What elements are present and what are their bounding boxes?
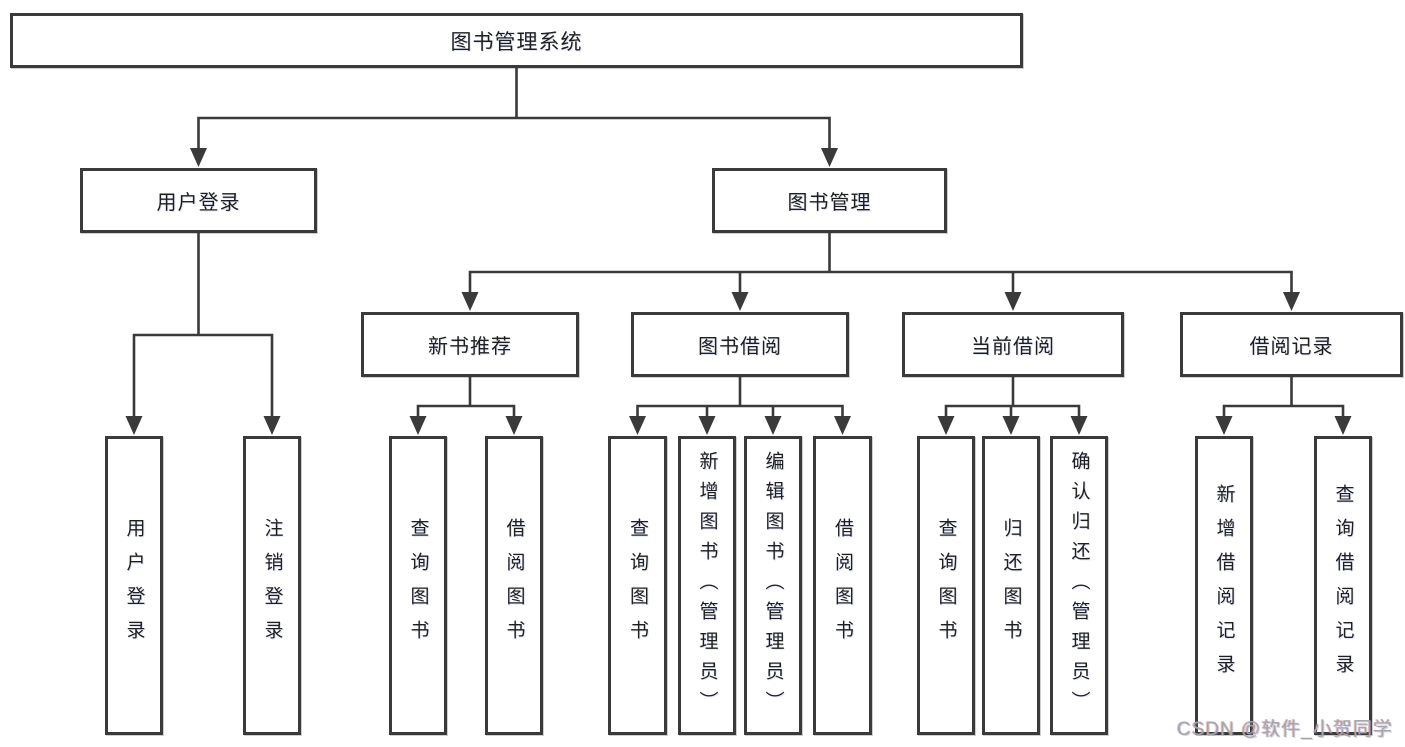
node-v-bb-borrow: 借阅图书 bbox=[813, 436, 872, 735]
node-v-login: 用户登录 bbox=[105, 436, 163, 735]
node-label-root: 图书管理系统 bbox=[450, 30, 583, 54]
node-v-cb-query: 查询图书 bbox=[917, 436, 975, 735]
node-label-v-bb-add: 新增图书（管理员） bbox=[696, 450, 718, 721]
node-label-v-logout: 注销登录 bbox=[261, 517, 283, 654]
node-v-br-add: 新增借阅记录 bbox=[1195, 436, 1253, 735]
node-label-v-nb-query: 查询图书 bbox=[407, 517, 429, 654]
node-v-bb-query: 查询图书 bbox=[608, 436, 667, 735]
node-label-newbooks: 新书推荐 bbox=[428, 336, 512, 358]
node-label-borrow: 图书借阅 bbox=[698, 336, 782, 358]
node-v-logout: 注销登录 bbox=[243, 436, 301, 735]
node-v-nb-borrow: 借阅图书 bbox=[485, 436, 543, 735]
node-mgmt: 图书管理 bbox=[712, 168, 947, 233]
node-v-cb-return: 归还图书 bbox=[982, 436, 1040, 735]
node-label-v-nb-borrow: 借阅图书 bbox=[503, 517, 525, 654]
node-label-v-cb-query: 查询图书 bbox=[935, 517, 957, 654]
node-label-login: 用户登录 bbox=[156, 192, 241, 214]
node-v-bb-edit: 编辑图书（管理员） bbox=[744, 436, 802, 735]
node-v-bb-add: 新增图书（管理员） bbox=[678, 436, 736, 735]
node-label-v-br-query: 查询借阅记录 bbox=[1332, 483, 1354, 688]
node-v-br-query: 查询借阅记录 bbox=[1314, 436, 1372, 735]
node-root: 图书管理系统 bbox=[10, 13, 1023, 68]
node-label-v-bb-borrow: 借阅图书 bbox=[832, 517, 853, 654]
node-current: 当前借阅 bbox=[902, 312, 1124, 377]
node-login: 用户登录 bbox=[80, 168, 317, 233]
node-label-v-bb-edit: 编辑图书（管理员） bbox=[762, 450, 784, 721]
node-records: 借阅记录 bbox=[1180, 312, 1403, 377]
node-label-v-bb-query: 查询图书 bbox=[627, 517, 648, 654]
node-v-nb-query: 查询图书 bbox=[389, 436, 447, 735]
node-v-cb-confirm: 确认归还（管理员） bbox=[1050, 436, 1108, 735]
node-label-v-cb-confirm: 确认归还（管理员） bbox=[1068, 450, 1090, 721]
node-label-v-login: 用户登录 bbox=[123, 517, 145, 654]
node-label-current: 当前借阅 bbox=[971, 336, 1055, 358]
node-label-records: 借阅记录 bbox=[1249, 336, 1334, 358]
node-borrow: 图书借阅 bbox=[631, 312, 849, 377]
node-label-mgmt: 图书管理 bbox=[787, 192, 872, 214]
node-label-v-cb-return: 归还图书 bbox=[1000, 517, 1022, 654]
watermark: CSDN @软件_小贺同学 bbox=[1177, 719, 1393, 740]
node-label-v-br-add: 新增借阅记录 bbox=[1213, 483, 1235, 688]
node-newbooks: 新书推荐 bbox=[361, 312, 579, 377]
